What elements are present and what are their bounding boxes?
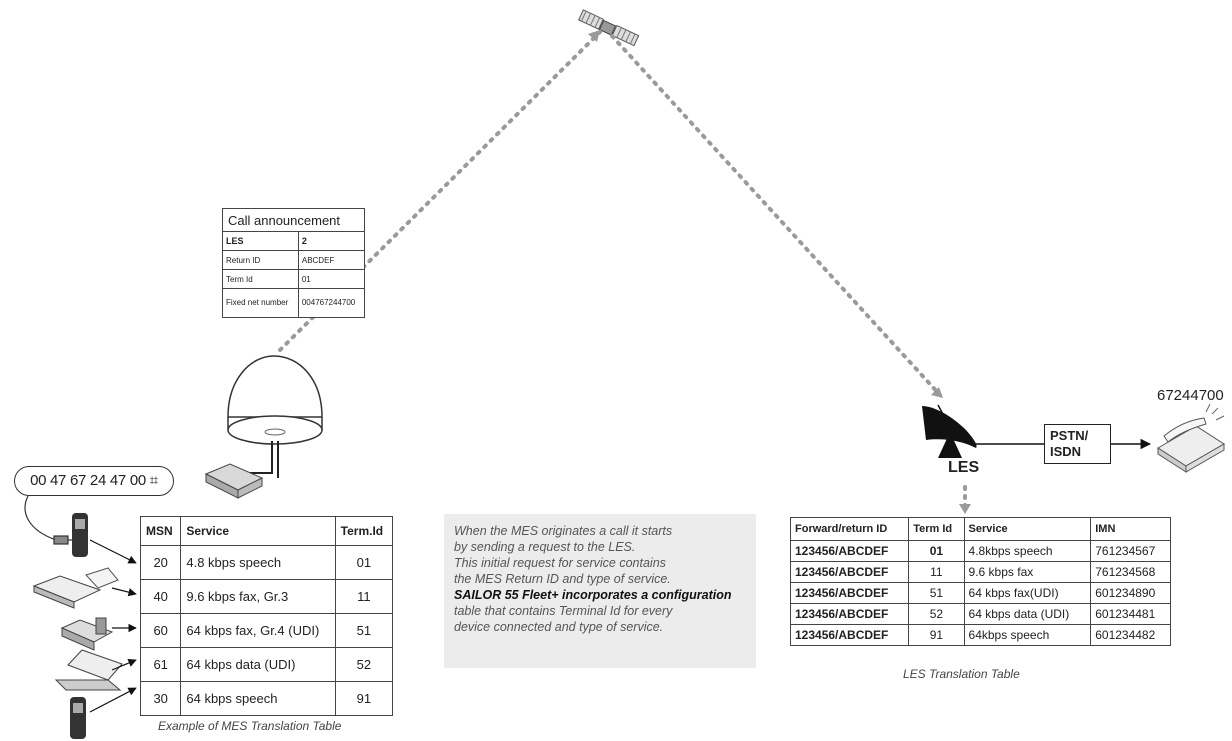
pstn-label: PSTN/	[1050, 428, 1089, 443]
les-cell-service: 64 kbps data (UDI)	[963, 603, 1092, 625]
handset-icon	[72, 513, 88, 557]
les-cell-service: 64kbps speech	[963, 624, 1092, 646]
les-cell-imn: 761234567	[1090, 540, 1171, 562]
telephone-icon	[1157, 403, 1225, 473]
les-cell-term-id: 52	[908, 603, 965, 625]
description-line: This initial request for service contain…	[454, 556, 666, 570]
mes-cell-service: 64 kbps fax, Gr.4 (UDI)	[180, 613, 336, 648]
mes-cell-msn: 20	[139, 545, 182, 580]
les-header-term-id: Term Id	[908, 517, 965, 541]
mes-header-term-id: Term.Id	[334, 516, 394, 546]
description-line: When the MES originates a call it starts	[454, 524, 673, 538]
mes-translation-table: MSN Service Term.Id 20 4.8 kbps speech 0…	[139, 516, 394, 716]
table-row: 61 64 kbps data (UDI) 52	[139, 647, 394, 682]
les-cell-service: 64 kbps fax(UDI)	[963, 582, 1092, 604]
satellite-icon	[578, 9, 640, 47]
mes-cell-service: 4.8 kbps speech	[180, 545, 336, 580]
fax-icon	[32, 567, 119, 609]
les-cell-imn: 601234890	[1090, 582, 1171, 604]
mes-cell-term-id: 51	[334, 613, 394, 648]
isdn-label: ISDN	[1050, 444, 1082, 459]
table-row: 20 4.8 kbps speech 01	[139, 545, 394, 580]
ca-value-return-id: ABCDEF	[297, 250, 366, 270]
les-cell-id: 123456/ABCDEF	[789, 624, 910, 646]
table-row: 123456/ABCDEF 01 4.8kbps speech 76123456…	[789, 540, 1171, 562]
mes-cell-msn: 61	[139, 647, 182, 682]
mes-table-caption: Example of MES Translation Table	[158, 719, 342, 733]
mes-cell-term-id: 01	[334, 545, 394, 580]
les-label: LES	[948, 459, 980, 476]
phone-number-label: 67244700	[1157, 387, 1224, 404]
les-header-forward-return-id: Forward/return ID	[789, 517, 910, 541]
les-cell-id: 123456/ABCDEF	[789, 561, 910, 583]
description-line: the MES Return ID and type of service.	[454, 572, 671, 586]
ca-label-les: LES	[222, 231, 299, 251]
pstn-isdn-box: PSTN/ ISDN	[1044, 424, 1111, 464]
les-cell-term-id: 11	[908, 561, 965, 583]
dialed-number-bubble: 00 47 67 24 47 00 ⌗	[14, 466, 174, 496]
laptop-icon	[54, 649, 123, 691]
ca-value-fixed-net: 004767244700	[297, 288, 366, 318]
mes-cell-service: 64 kbps data (UDI)	[180, 647, 336, 682]
cable-icon	[24, 495, 72, 545]
mes-header-service: Service	[180, 516, 336, 546]
les-cell-term-id: 51	[908, 582, 965, 604]
terminal-unit-icon	[204, 463, 264, 499]
les-dish-icon	[922, 404, 977, 458]
les-cell-imn: 601234481	[1090, 603, 1171, 625]
ca-value-term-id: 01	[297, 269, 366, 289]
description-line: device connected and type of service.	[454, 620, 664, 634]
table-row: 40 9.6 kbps fax, Gr.3 11	[139, 579, 394, 614]
call-announcement-title: Call announcement	[222, 208, 365, 232]
table-row: 60 64 kbps fax, Gr.4 (UDI) 51	[139, 613, 394, 648]
table-row: 123456/ABCDEF 52 64 kbps data (UDI) 6012…	[789, 603, 1171, 625]
ca-value-les: 2	[297, 231, 366, 251]
mes-cell-service: 64 kbps speech	[180, 681, 336, 716]
fax-g4-icon	[60, 617, 114, 651]
les-cell-service: 9.6 kbps fax	[963, 561, 1092, 583]
satellite-links	[278, 30, 967, 510]
les-cell-id: 123456/ABCDEF	[789, 540, 910, 562]
mes-header-msn: MSN	[139, 516, 182, 546]
description-line: by sending a request to the LES.	[454, 540, 636, 554]
ca-label-fixed-net: Fixed net number	[222, 288, 299, 318]
mes-cell-msn: 40	[139, 579, 182, 614]
description-line: table that contains Terminal Id for ever…	[454, 604, 673, 618]
description-box: When the MES originates a call it starts…	[444, 514, 756, 668]
link-arrowheads	[588, 30, 971, 514]
call-announcement-table: Call announcement LES 2 Return ID ABCDEF…	[222, 208, 366, 318]
mes-cell-term-id: 52	[334, 647, 394, 682]
mes-cell-msn: 30	[139, 681, 182, 716]
mes-antenna-icon	[227, 355, 323, 478]
les-table-caption: LES Translation Table	[903, 667, 1020, 681]
handset-speech-icon	[70, 697, 86, 739]
device-arrows	[89, 539, 137, 713]
table-row: 123456/ABCDEF 91 64kbps speech 601234482	[789, 624, 1171, 646]
les-cell-id: 123456/ABCDEF	[789, 582, 910, 604]
les-cell-imn: 601234482	[1090, 624, 1171, 646]
table-row: 123456/ABCDEF 51 64 kbps fax(UDI) 601234…	[789, 582, 1171, 604]
les-cell-service: 4.8kbps speech	[963, 540, 1092, 562]
ca-label-return-id: Return ID	[222, 250, 299, 270]
les-cell-term-id: 01	[908, 540, 965, 562]
les-header-imn: IMN	[1090, 517, 1171, 541]
table-row: 30 64 kbps speech 91	[139, 681, 394, 716]
mes-cell-msn: 60	[139, 613, 182, 648]
les-cell-term-id: 91	[908, 624, 965, 646]
les-cell-imn: 761234568	[1090, 561, 1171, 583]
les-cell-id: 123456/ABCDEF	[789, 603, 910, 625]
mes-cell-term-id: 11	[334, 579, 394, 614]
mes-cell-term-id: 91	[334, 681, 394, 716]
les-header-service: Service	[963, 517, 1092, 541]
table-row: 123456/ABCDEF 11 9.6 kbps fax 761234568	[789, 561, 1171, 583]
ca-label-term-id: Term Id	[222, 269, 299, 289]
mes-cell-service: 9.6 kbps fax, Gr.3	[180, 579, 336, 614]
les-translation-table: Forward/return ID Term Id Service IMN 12…	[789, 517, 1171, 646]
description-strong-line: SAILOR 55 Fleet+ incorporates a configur…	[454, 588, 732, 602]
